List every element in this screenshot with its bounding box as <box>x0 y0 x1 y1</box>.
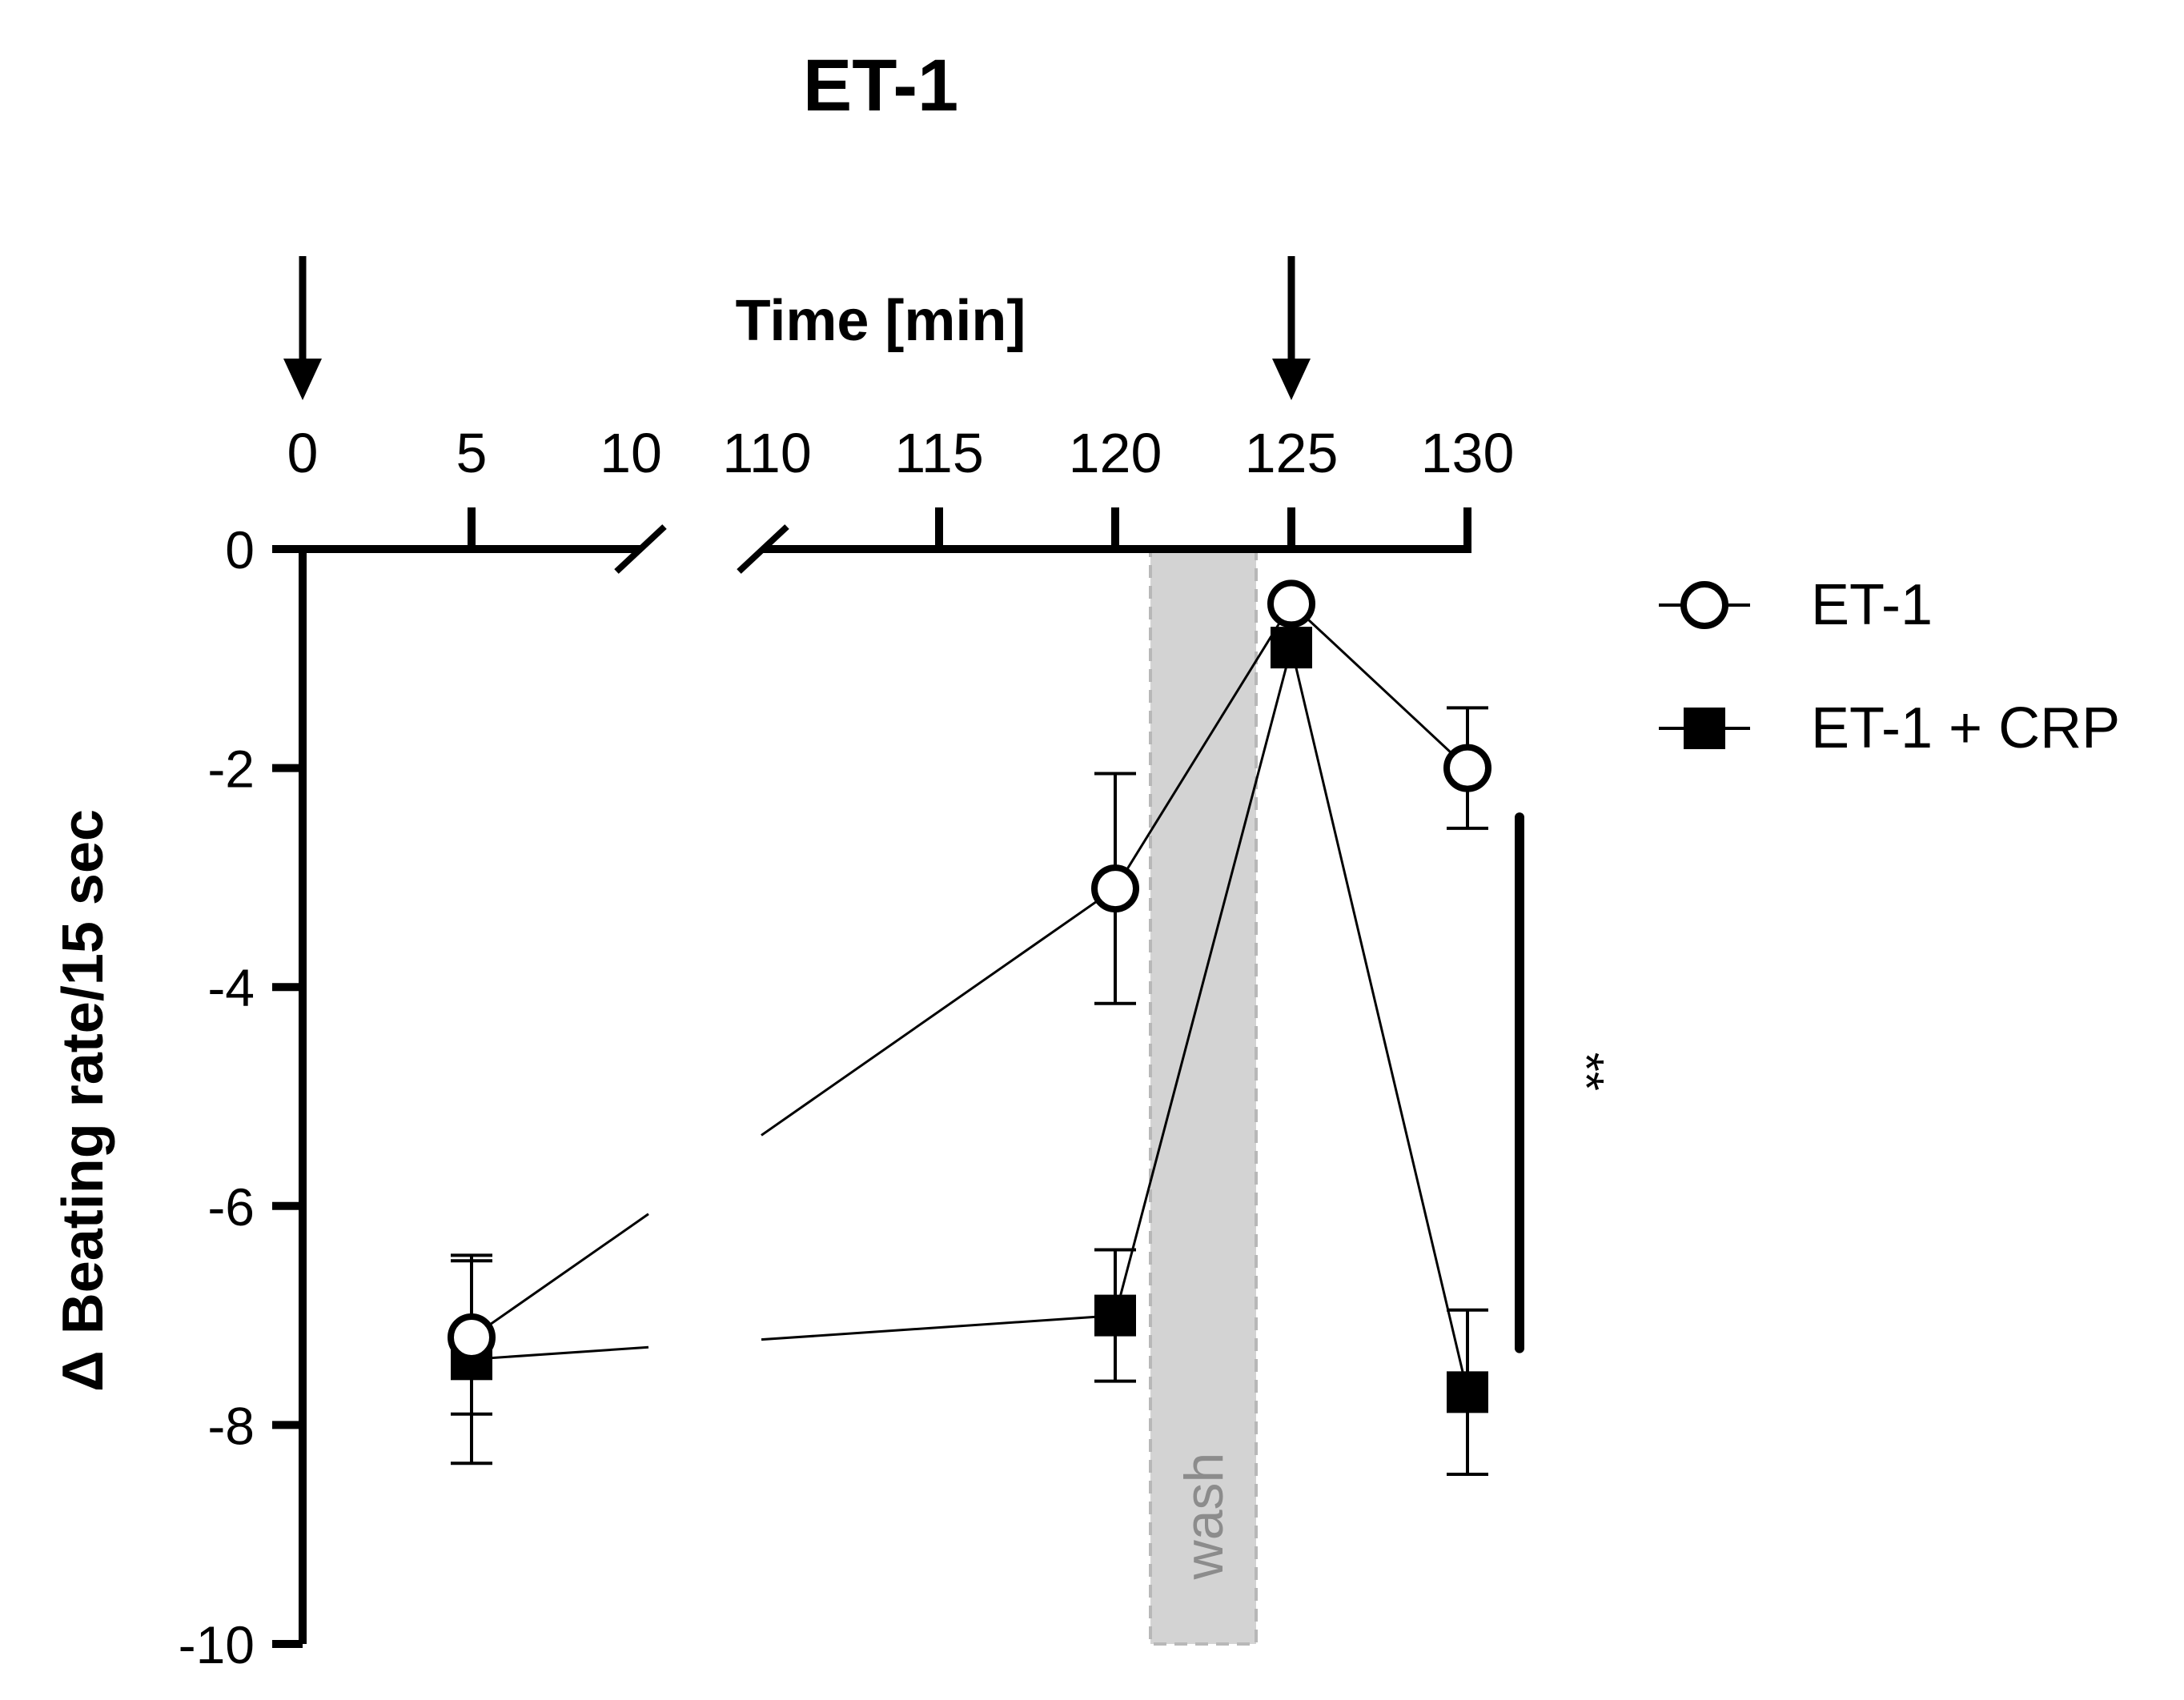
significance-label: ** <box>1558 1052 1613 1091</box>
legend-marker-square <box>1684 708 1725 749</box>
wash-shaded-region <box>1149 547 1258 1646</box>
x-tick-label: 110 <box>722 422 812 484</box>
application-arrow-head <box>283 359 322 400</box>
data-point-circle <box>1443 744 1491 792</box>
y-tick-label: -4 <box>207 958 255 1017</box>
data-point-square <box>1447 1371 1488 1413</box>
y-tick-label: -2 <box>207 740 255 799</box>
series-line-segment <box>761 1314 1116 1341</box>
legend-item: ET-1 + CRP <box>1659 696 2120 760</box>
series-line-segment <box>1114 603 1293 889</box>
legend-marker-circle <box>1680 581 1728 629</box>
series-line-segment <box>1290 647 1469 1393</box>
legend-item: ET-1 <box>1659 573 1933 637</box>
series-line-segment <box>761 887 1116 1137</box>
data-point-circle <box>1267 579 1315 628</box>
x-tick-label: 125 <box>1245 422 1339 484</box>
legend-label: ET-1 + CRP <box>1811 696 2120 760</box>
y-tick-label: -10 <box>179 1615 255 1674</box>
series-line-segment <box>471 1213 649 1339</box>
legend-label: ET-1 <box>1811 573 1933 637</box>
x-tick-label: 5 <box>456 422 488 484</box>
series-line-segment <box>1290 603 1469 769</box>
x-axis-break-mark <box>737 524 789 574</box>
x-axis-label: Time [min] <box>736 289 1026 353</box>
x-tick-label: 120 <box>1069 422 1162 484</box>
y-tick-label: -6 <box>207 1177 255 1237</box>
data-point-square <box>1271 627 1312 669</box>
series-line-segment <box>1114 647 1293 1316</box>
y-tick-label: 0 <box>225 520 255 579</box>
application-arrow-head <box>1272 359 1311 400</box>
y-axis-label: Δ Beating rate/15 sec <box>51 809 115 1392</box>
data-point-circle <box>1091 864 1139 913</box>
series-line-segment <box>471 1345 649 1361</box>
data-point-circle <box>448 1313 496 1361</box>
y-tick-label: -8 <box>207 1396 255 1455</box>
x-tick-label: 0 <box>287 422 319 484</box>
x-tick-label: 130 <box>1421 422 1515 484</box>
wash-label: wash <box>1174 1453 1235 1581</box>
x-tick-label: 115 <box>894 422 984 484</box>
x-axis-break-mark <box>614 524 667 574</box>
x-tick-label: 10 <box>600 422 662 484</box>
data-point-square <box>1094 1294 1136 1337</box>
chart-title: ET-1 <box>803 45 958 126</box>
